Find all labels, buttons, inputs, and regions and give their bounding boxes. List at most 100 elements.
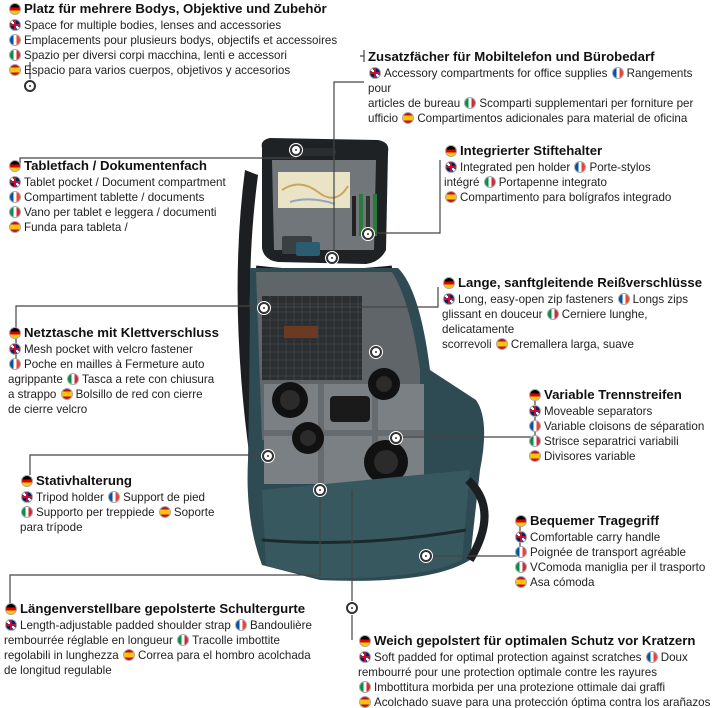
uk-flag-icon [5,619,17,631]
callout-text: Moveable separators [544,405,653,418]
callout-text: Divisores variable [544,450,636,463]
callout-tripod-holder: Stativhalterung Tripod holder Support de… [20,472,250,535]
spain-flag-icon [9,64,21,76]
france-flag-icon [108,491,121,503]
callout-text: Cerniere lunghe, delicatamente [442,308,648,336]
callout-text: Space for multiple bodies, lenses and ac… [24,19,282,32]
callout-pen-holder: Integrierter Stiftehalter Integrated pen… [444,142,718,205]
callout-title: Variable Trennstreifen [544,387,682,402]
callout-text: Bolsillo de red con cierre [75,388,203,401]
italy-flag-icon [359,681,371,693]
callout-storage: Platz für mehrere Bodys, Objektive und Z… [8,0,348,78]
callout-marker-7 [390,432,402,444]
callout-text: Emplacements pour plusieurs bodys, objec… [24,34,338,47]
callout-text: Compartiment tablette / documents [24,191,205,204]
callout-tablet-pocket: Tabletfach / Dokumentenfach Tablet pocke… [8,157,248,235]
callout-title: Platz für mehrere Bodys, Objektive und Z… [24,1,327,16]
callout-text: Tablet pocket / Document compartment [24,176,226,189]
callout-office-compartments: Zusatzfächer für Mobiltelefon und Bürobe… [368,48,718,126]
uk-flag-icon [9,343,21,355]
callout-marker-9 [314,484,326,496]
callout-text: Soporte [173,506,215,519]
callout-text: Doux [660,651,688,664]
callout-text: scorrevoli [442,338,492,351]
callout-text: para trípode [20,521,83,534]
german-flag-icon [529,389,541,401]
spain-flag-icon [9,221,21,233]
italy-flag-icon [9,206,21,218]
german-flag-icon [443,277,455,289]
uk-flag-icon [369,67,381,79]
callout-text: regolabili in lunghezza [4,649,119,662]
italy-flag-icon [529,435,541,447]
callout-text: a strappo [8,388,57,401]
uk-flag-icon [9,176,21,188]
callout-text: Comfortable carry handle [530,531,661,544]
callout-text: Long, easy-open zip fasteners [458,293,614,306]
callout-text: Tripod holder [36,491,104,504]
german-flag-icon [445,145,457,157]
callout-text: Length-adjustable padded shoulder strap [20,619,231,632]
callout-text: de longitud regulable [4,664,112,677]
callout-text: Tracolle imbottite [192,634,280,647]
callout-marker-3 [290,144,302,156]
italy-flag-icon [67,373,80,385]
callout-soft-padding: Weich gepolstert für optimalen Schutz vo… [358,632,718,708]
callout-title: Netztasche mit Klettverschluss [24,325,219,340]
callout-text: Bandoulière [250,619,312,632]
callout-text: agrippante [8,373,63,386]
callout-text: Mesh pocket with velcro fastener [24,343,193,356]
callout-text: Espacio para varios cuerpos, objetivos y… [24,64,291,77]
italy-flag-icon [483,176,496,188]
spain-flag-icon [122,649,135,661]
italy-flag-icon [546,308,559,320]
callout-text: Compartimentos adicionales para material… [417,112,688,125]
france-flag-icon [574,161,587,173]
uk-flag-icon [529,405,541,417]
callout-title: Integrierter Stiftehalter [460,143,603,158]
france-flag-icon [235,619,248,631]
callout-marker-5 [258,302,270,314]
italy-flag-icon [21,506,33,518]
callout-zip-fasteners: Lange, sanftgleitende Reißverschlüsse Lo… [442,274,718,352]
callout-text: Tasca a rete con chiusura [82,373,215,386]
callout-text: Strisce separatrici variabili [544,435,679,448]
callout-marker-4 [362,228,374,240]
callout-text: VComoda maniglia per il trasporto [530,561,706,574]
callout-text: Funda para tableta / [24,221,128,234]
callout-text: articles de bureau [368,97,461,110]
france-flag-icon [9,358,21,370]
german-flag-icon [9,160,21,172]
german-flag-icon [515,515,527,527]
callout-title: Längenverstellbare gepolsterte Schulterg… [20,601,306,616]
callout-marker-8 [262,450,274,462]
callout-marker-6 [370,346,382,358]
spain-flag-icon [60,388,73,400]
callout-text: Poignée de transport agréable [530,546,686,559]
france-flag-icon [515,546,527,558]
callout-separators: Variable Trennstreifen Moveable separato… [528,386,718,464]
callout-text: Scomparti supplementari per forniture pe… [479,97,694,110]
italy-flag-icon [464,97,477,109]
uk-flag-icon [359,651,371,663]
spain-flag-icon [158,506,171,518]
callout-text: Vano per tablet e leggera / documenti [24,206,217,219]
italy-flag-icon [9,49,21,61]
callout-text: Asa cómoda [530,576,595,589]
callout-text: Rangements pour [368,67,693,95]
callout-text: Accessory compartments for office suppli… [384,67,608,80]
callout-shoulder-straps: Längenverstellbare gepolsterte Schulterg… [4,600,344,678]
france-flag-icon [9,34,21,46]
france-flag-icon [9,191,21,203]
callout-text: Portapenne integrato [498,176,607,189]
uk-flag-icon [443,293,455,305]
spain-flag-icon [529,450,541,462]
callout-text: Supporto per treppiede [36,506,155,519]
callout-text: Variable cloisons de séparation [544,420,705,433]
callout-text: Spazio per diversi corpi macchina, lenti… [24,49,287,62]
callout-text: rembourrée réglable en longueur [4,634,173,647]
uk-flag-icon [445,161,457,173]
german-flag-icon [9,327,21,339]
